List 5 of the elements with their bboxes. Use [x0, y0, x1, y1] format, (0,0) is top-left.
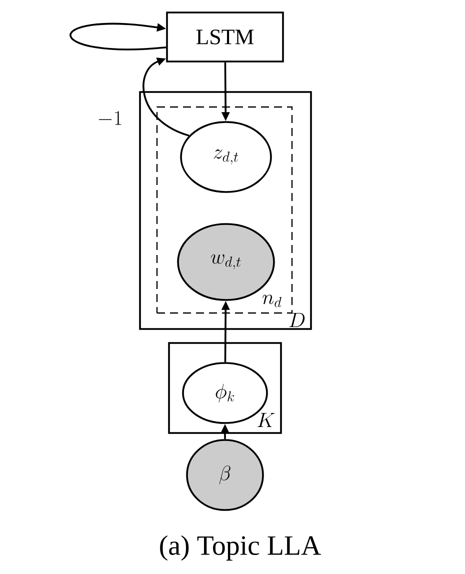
curved-arrow [142, 58, 190, 137]
lstm-box: LSTM [166, 12, 284, 62]
caption: (a) Topic LLA [160, 535, 321, 561]
self-loop-arrow [70, 22, 166, 50]
edge-label: $-1$ [98, 111, 122, 125]
